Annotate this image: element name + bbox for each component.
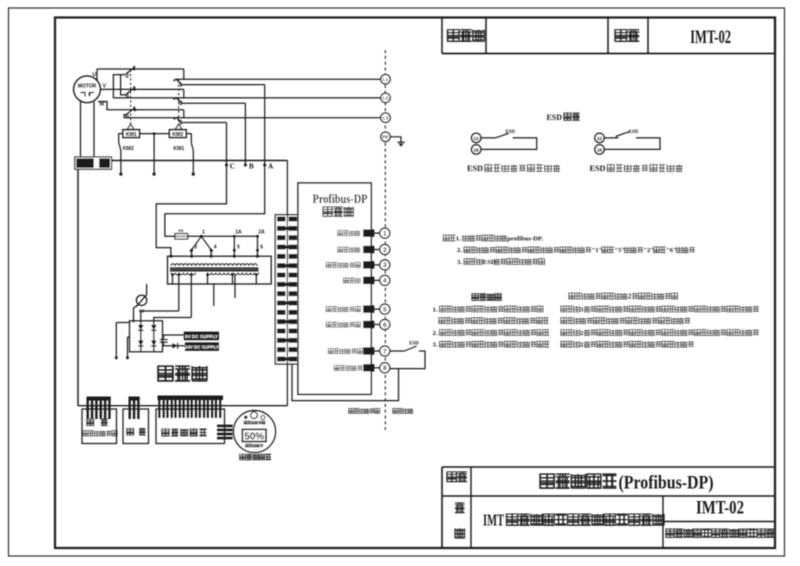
svg-text:V: V <box>102 84 106 90</box>
svg-text:IMT-02: IMT-02 <box>696 498 744 519</box>
svg-text:F6: F6 <box>179 228 184 233</box>
svg-text:3: 3 <box>194 245 197 251</box>
svg-text:2: 2 <box>628 293 632 300</box>
svg-text:16: 16 <box>597 147 603 152</box>
svg-text:1: 1 <box>383 230 387 237</box>
svg-text:L2: L2 <box>383 96 389 102</box>
svg-text:6: 6 <box>125 113 129 120</box>
svg-text:24V DC SUPPLY: 24V DC SUPPLY <box>185 345 219 350</box>
svg-text:50%: 50% <box>244 431 264 442</box>
svg-text:2: 2 <box>125 72 129 79</box>
svg-text:6: 6 <box>383 322 387 329</box>
svg-text:5: 5 <box>179 120 183 127</box>
svg-text:KM1: KM1 <box>126 132 137 138</box>
svg-text:ESD: ESD <box>467 164 483 173</box>
svg-text:C: C <box>230 162 235 171</box>
svg-text:ESD: ESD <box>547 113 563 122</box>
svg-text:1: 1 <box>179 82 183 89</box>
svg-text:"2": "2" <box>643 247 654 254</box>
svg-text:2: 2 <box>580 330 584 337</box>
svg-text:1: 1 <box>202 229 205 235</box>
svg-text:ESD: ESD <box>483 259 496 266</box>
svg-text:(Profibus-DP): (Profibus-DP) <box>619 473 714 494</box>
svg-text:MOTOR: MOTOR <box>78 84 97 90</box>
svg-text:1A: 1A <box>235 229 242 235</box>
svg-text:4: 4 <box>383 278 387 285</box>
svg-text:3.: 3. <box>433 342 438 349</box>
svg-text:F5: F5 <box>139 309 145 314</box>
svg-text:2.: 2. <box>433 330 438 337</box>
svg-text:2.: 2. <box>457 247 462 254</box>
svg-text:Profibus-DP: Profibus-DP <box>313 191 368 206</box>
svg-text:2: 2 <box>383 247 387 254</box>
svg-text:3: 3 <box>383 262 387 269</box>
svg-text:W: W <box>99 101 105 107</box>
svg-text:ESD: ESD <box>409 342 419 347</box>
svg-text:ESD: ESD <box>590 164 606 173</box>
svg-text:12: 12 <box>597 136 603 141</box>
svg-text:1.: 1. <box>433 306 438 313</box>
svg-text:IMT: IMT <box>483 511 504 530</box>
svg-text:L3: L3 <box>383 116 389 122</box>
svg-text:"6": "6" <box>666 247 677 254</box>
svg-text:2: 2 <box>580 342 584 349</box>
svg-text:9V DC SUPPLY: 9V DC SUPPLY <box>185 334 218 339</box>
svg-text:6: 6 <box>260 245 263 251</box>
svg-text:7: 7 <box>383 348 387 355</box>
svg-text:8: 8 <box>383 365 387 372</box>
svg-text:KM1: KM1 <box>173 146 184 152</box>
svg-text:L1: L1 <box>383 77 389 83</box>
svg-text:profibus-DP.: profibus-DP. <box>507 235 543 242</box>
svg-text:2A: 2A <box>258 229 265 235</box>
svg-text:3: 3 <box>580 306 584 313</box>
svg-text:4: 4 <box>125 93 129 100</box>
svg-text:3: 3 <box>179 100 183 107</box>
svg-text:5: 5 <box>383 306 387 313</box>
svg-text:KM2: KM2 <box>172 132 183 138</box>
svg-text:U: U <box>92 72 96 78</box>
svg-text:"1": "1" <box>592 247 603 254</box>
svg-text:"5": "5" <box>614 247 625 254</box>
svg-text:3.: 3. <box>457 259 462 266</box>
svg-text:A: A <box>268 162 274 171</box>
svg-text:4: 4 <box>214 245 217 251</box>
svg-text:12: 12 <box>474 136 480 141</box>
svg-text:KM2: KM2 <box>123 146 134 152</box>
svg-text:ESD: ESD <box>505 130 515 135</box>
svg-text:IMT-02: IMT-02 <box>690 27 731 48</box>
svg-text:ESD: ESD <box>629 130 639 135</box>
svg-text:5: 5 <box>237 245 240 251</box>
svg-text:16: 16 <box>474 147 480 152</box>
svg-text:1.: 1. <box>456 235 461 242</box>
svg-text:PE: PE <box>382 135 389 141</box>
svg-text:B: B <box>249 162 254 171</box>
